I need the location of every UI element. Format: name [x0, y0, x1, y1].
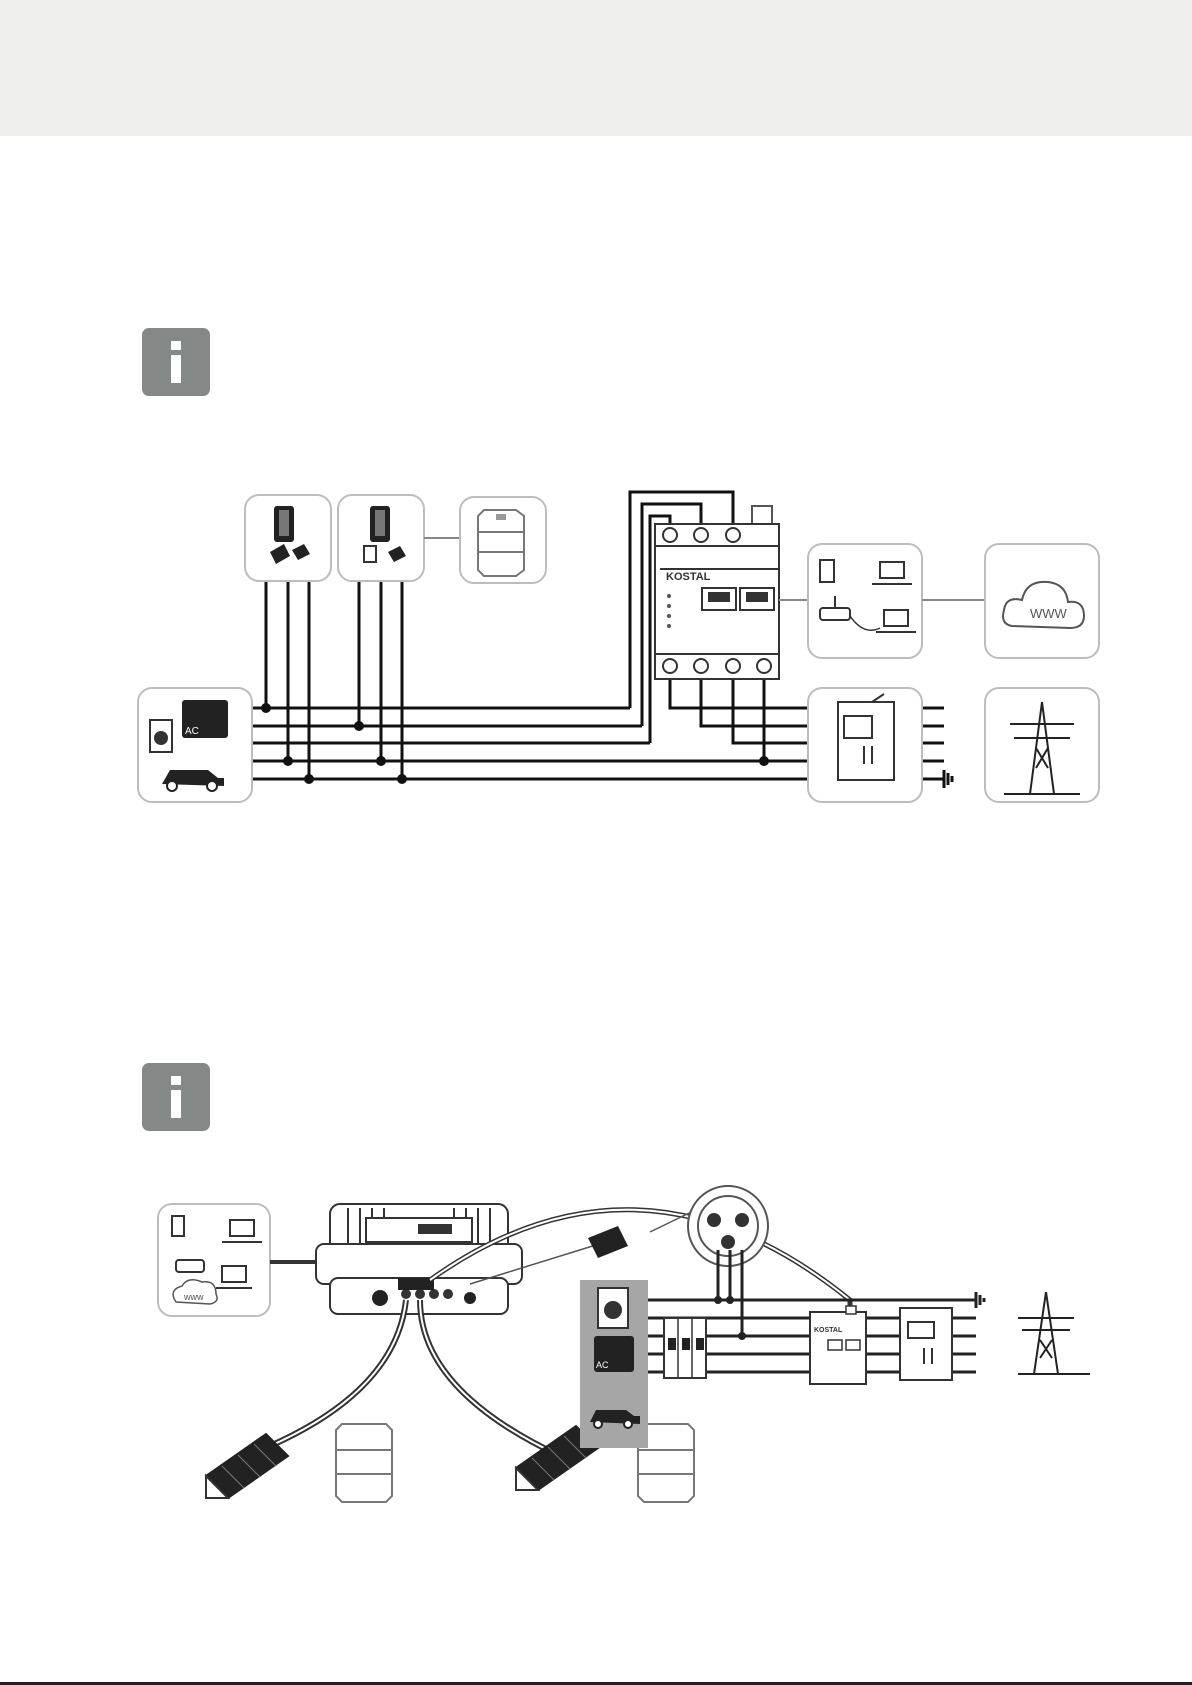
info-icon	[142, 328, 210, 396]
grid-pylon-icon	[985, 688, 1099, 802]
energy-manager-icon: KOSTAL	[655, 506, 779, 679]
ac-label: AC	[185, 726, 199, 737]
battery-icon	[336, 1424, 392, 1502]
info-icon	[142, 1063, 210, 1131]
network-devices-icon	[808, 544, 922, 658]
cloud-label: www	[183, 1292, 204, 1302]
energy-manager-icon: KOSTAL	[810, 1306, 866, 1384]
household-loads-icon: AC	[580, 1280, 648, 1448]
household-loads-icon: AC	[138, 688, 252, 802]
hybrid-inverter-icon	[316, 1204, 522, 1314]
inverter-icon	[245, 495, 331, 581]
hybrid-inverter-icon	[338, 495, 424, 581]
system-diagram-1: KOSTAL WWW AC	[0, 480, 1192, 820]
electricity-meter-icon	[808, 688, 922, 802]
brand-label: KOSTAL	[814, 1327, 843, 1334]
circuit-breaker-icon	[664, 1318, 706, 1378]
header-band	[0, 0, 1192, 136]
battery-icon	[460, 497, 546, 583]
system-diagram-2: www	[0, 1160, 1192, 1520]
internet-cloud-icon: WWW	[985, 544, 1099, 658]
grid-pylon-icon	[1018, 1292, 1090, 1374]
network-devices-icon: www	[158, 1204, 270, 1316]
brand-label: KOSTAL	[666, 571, 711, 583]
ac-label: AC	[596, 1360, 609, 1370]
cloud-label: WWW	[1030, 606, 1068, 621]
electricity-meter-icon	[900, 1308, 952, 1380]
pv-module-icon	[206, 1434, 288, 1498]
